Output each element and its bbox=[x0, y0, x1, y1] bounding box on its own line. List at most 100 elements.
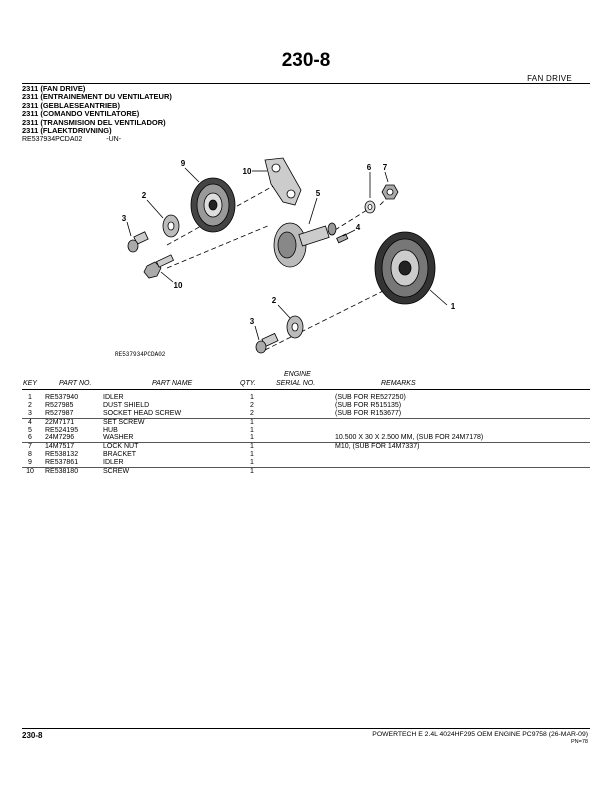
callout-2-lower: 2 bbox=[272, 296, 277, 305]
table-row: 7 14M7517 LOCK NUT 1 M10, (SUB FOR 14M73… bbox=[22, 443, 590, 451]
table-row: 9 RE537861 IDLER 1 bbox=[22, 459, 590, 469]
row-qty: 1 bbox=[250, 459, 254, 467]
parts-table: 1 RE537940 IDLER 1 (SUB FOR RE527250) 2 … bbox=[22, 394, 590, 476]
col-remarks-header: REMARKS bbox=[381, 380, 416, 387]
row-part-name: SCREW bbox=[103, 468, 130, 476]
row-key: 4 bbox=[28, 418, 32, 426]
group-titles: 2311 (FAN DRIVE) 2311 (ENTRAINEMENT DU V… bbox=[22, 84, 172, 135]
fan-drive-exploded-diagram: 9 10 2 3 10 5 4 6 7 1 2 3 RE537934PCDA02 bbox=[115, 157, 456, 358]
table-row: 3 R527987 SOCKET HEAD SCREW 2 (SUB FOR R… bbox=[22, 410, 590, 419]
group-title-line: 2311 (FAN DRIVE) bbox=[22, 84, 86, 93]
row-remarks: (SUB FOR R153677) bbox=[335, 409, 402, 417]
col-engine-header: ENGINE bbox=[284, 371, 311, 378]
callout-10: 10 bbox=[174, 281, 183, 290]
row-qty: 1 bbox=[250, 418, 254, 426]
row-key: 6 bbox=[28, 434, 32, 442]
callout-3-upper: 3 bbox=[122, 214, 127, 223]
callout-5: 5 bbox=[316, 189, 321, 198]
illustration-ref-suffix: -UN- bbox=[106, 136, 122, 143]
row-part-name: DUST SHIELD bbox=[103, 401, 150, 409]
row-part-no: R527987 bbox=[45, 409, 74, 417]
row-remarks: M10, (SUB FOR 14M7337) bbox=[335, 443, 420, 451]
table-row: 5 RE524195 HUB 1 bbox=[22, 427, 590, 435]
row-qty: 1 bbox=[250, 434, 254, 442]
table-row: 8 RE538132 BRACKET 1 bbox=[22, 451, 590, 459]
lock-nut-illustration bbox=[381, 184, 399, 200]
col-qty-header: QTY. bbox=[240, 380, 256, 387]
group-title-line: 2311 (TRANSMISION DEL VENTILADOR) bbox=[22, 117, 166, 127]
row-part-no: RE538180 bbox=[45, 468, 79, 476]
group-title-line: 2311 (COMANDO VENTILATORE) bbox=[22, 109, 140, 119]
table-row: 10 RE538180 SCREW 1 bbox=[22, 468, 590, 476]
row-qty: 2 bbox=[250, 401, 254, 409]
group-title-line: 2311 (GEBLAESEANTRIEB) bbox=[22, 100, 120, 110]
row-qty: 1 bbox=[250, 426, 254, 434]
col-serial-no-header: SERIAL NO. bbox=[276, 380, 316, 387]
row-key: 5 bbox=[28, 426, 32, 434]
callout-4: 4 bbox=[356, 223, 361, 232]
row-qty: 1 bbox=[250, 468, 254, 476]
row-part-no: 24M7296 bbox=[45, 434, 75, 442]
socket-screw-lower-illustration bbox=[255, 332, 279, 354]
screw-illustration bbox=[143, 254, 175, 279]
footer-pn: PN=78 bbox=[571, 739, 588, 745]
header-rule bbox=[22, 83, 590, 84]
footer-publication-info: POWERTECH E 2.4L 4024HF295 OEM ENGINE PC… bbox=[372, 731, 588, 738]
callout-2-upper: 2 bbox=[142, 191, 147, 200]
footer-rule bbox=[22, 728, 590, 729]
row-qty: 2 bbox=[250, 409, 254, 417]
socket-screw-upper-illustration bbox=[127, 231, 149, 253]
col-part-name-header: PART NAME bbox=[152, 380, 193, 387]
row-part-no: RE524195 bbox=[45, 426, 79, 434]
callout-9: 9 bbox=[181, 159, 186, 168]
group-title-line: 2311 (ENTRAINEMENT DU VENTILATEUR) bbox=[22, 92, 172, 102]
row-part-name: SET SCREW bbox=[103, 418, 145, 426]
section-title: FAN DRIVE bbox=[527, 74, 572, 83]
callout-7: 7 bbox=[383, 163, 388, 172]
callout-6: 6 bbox=[367, 163, 372, 172]
bracket-illustration bbox=[264, 157, 302, 206]
row-remarks: (SUB FOR R515135) bbox=[335, 401, 402, 409]
table-row: 1 RE537940 IDLER 1 (SUB FOR RE527250) bbox=[22, 394, 590, 402]
idler-upper-illustration bbox=[190, 177, 236, 233]
row-part-no: R527985 bbox=[45, 401, 74, 409]
row-part-name: BRACKET bbox=[103, 451, 137, 459]
callout-1: 1 bbox=[451, 302, 456, 311]
row-part-name: LOCK NUT bbox=[103, 443, 139, 451]
table-row: 2 R527985 DUST SHIELD 2 (SUB FOR R515135… bbox=[22, 402, 590, 410]
idler-large-illustration bbox=[374, 231, 436, 305]
illustration-caption: RE537934PCDA02 bbox=[115, 351, 166, 358]
row-key: 1 bbox=[28, 394, 32, 401]
row-key: 9 bbox=[28, 459, 32, 467]
callout-3-lower: 3 bbox=[250, 317, 255, 326]
row-part-name: WASHER bbox=[103, 434, 134, 442]
washer-illustration bbox=[364, 200, 376, 214]
row-key: 3 bbox=[28, 409, 32, 417]
footer-page-number: 230-8 bbox=[22, 731, 43, 740]
row-key: 8 bbox=[28, 451, 32, 459]
row-part-no: 14M7517 bbox=[45, 443, 75, 451]
row-part-no: 22M7171 bbox=[45, 418, 75, 426]
row-part-no: RE537861 bbox=[45, 459, 79, 467]
hub-illustration bbox=[273, 222, 337, 268]
set-screw-illustration bbox=[336, 233, 349, 244]
row-part-name: SOCKET HEAD SCREW bbox=[103, 409, 182, 417]
row-qty: 1 bbox=[250, 451, 254, 459]
table-row: 6 24M7296 WASHER 1 10.500 X 30 X 2.500 M… bbox=[22, 434, 590, 444]
row-part-no: RE537940 bbox=[45, 394, 79, 401]
row-key: 10 bbox=[26, 468, 34, 476]
callout-8: 10 bbox=[243, 167, 252, 176]
row-part-name: IDLER bbox=[103, 459, 124, 467]
row-qty: 1 bbox=[250, 394, 254, 401]
table-header-rule bbox=[22, 389, 590, 390]
row-part-name: HUB bbox=[103, 426, 118, 434]
table-row: 4 22M7171 SET SCREW 1 bbox=[22, 419, 590, 427]
col-key-header: KEY bbox=[23, 380, 38, 387]
row-remarks: (SUB FOR RE527250) bbox=[335, 394, 406, 401]
page-number-heading: 230-8 bbox=[281, 50, 331, 71]
dust-shield-upper-illustration bbox=[162, 214, 180, 238]
illustration-reference: RE537934PCDA02 -UN- bbox=[22, 136, 121, 143]
row-qty: 1 bbox=[250, 443, 254, 451]
dust-shield-lower-illustration bbox=[286, 315, 304, 339]
row-part-name: IDLER bbox=[103, 394, 124, 401]
